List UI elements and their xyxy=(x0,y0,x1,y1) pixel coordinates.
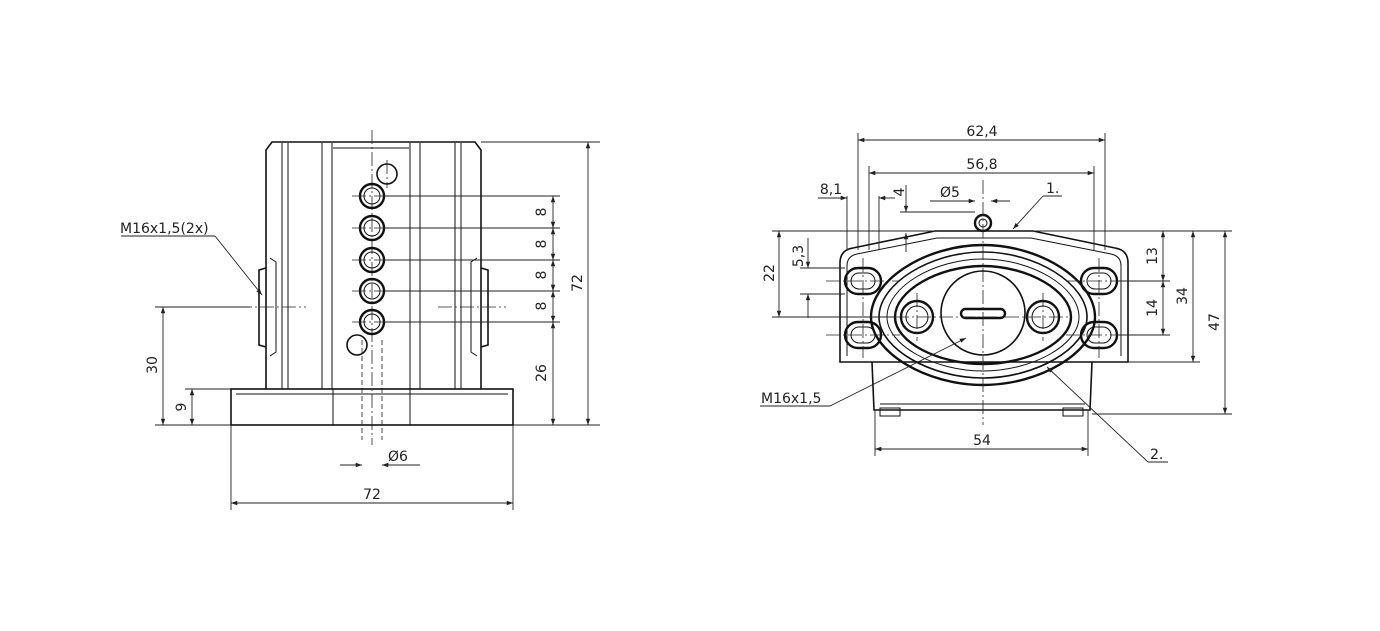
dim-diameter: Ø6 xyxy=(388,449,408,465)
dim-base-height: 9 xyxy=(174,403,190,412)
dim-right-34: 34 xyxy=(1175,287,1191,305)
dim-height-total: 72 xyxy=(570,274,586,292)
dim-right-14: 14 xyxy=(1145,299,1161,317)
side-left-boss xyxy=(258,267,267,348)
side-hole-stack xyxy=(346,160,402,440)
front-thread-label: M16x1,5 xyxy=(761,391,821,407)
dim-width: 72 xyxy=(363,487,381,503)
side-thread-label: M16x1,5(2x) xyxy=(120,221,209,237)
dim-outer-width: 62,4 xyxy=(966,124,997,140)
dim-spacing-lower: 26 xyxy=(534,364,550,382)
dim-right-47: 47 xyxy=(1207,313,1223,331)
front-view: 62,4 56,8 8,1 4 Ø5 1. 22 5,3 xyxy=(760,124,1232,463)
dim-spacing-3: 8 xyxy=(534,271,550,280)
side-body xyxy=(265,141,482,389)
callout-1: 1. xyxy=(1046,181,1059,197)
dim-spacing-4: 8 xyxy=(534,302,550,311)
dim-slot-width: 8,1 xyxy=(820,182,842,198)
dim-spacing-2: 8 xyxy=(534,240,550,249)
dim-slot-height: 5,3 xyxy=(791,245,807,267)
dim-top-offset: 4 xyxy=(892,187,908,196)
front-lower-housing xyxy=(871,361,1093,411)
dim-pin-diameter: Ø5 xyxy=(940,185,960,201)
dim-right-13: 13 xyxy=(1145,247,1161,265)
dim-bottom-width: 54 xyxy=(973,433,991,449)
dim-axis-height: 30 xyxy=(145,356,161,374)
dim-spacing-1: 8 xyxy=(534,208,550,217)
callout-2: 2. xyxy=(1150,447,1163,463)
side-view: 8 8 8 8 26 72 30 9 Ø6 72 M16x1,5(2x) xyxy=(120,130,600,510)
side-right-boss xyxy=(480,267,489,348)
dim-hole-spacing: 56,8 xyxy=(966,157,997,173)
dim-left-height: 22 xyxy=(762,264,778,282)
